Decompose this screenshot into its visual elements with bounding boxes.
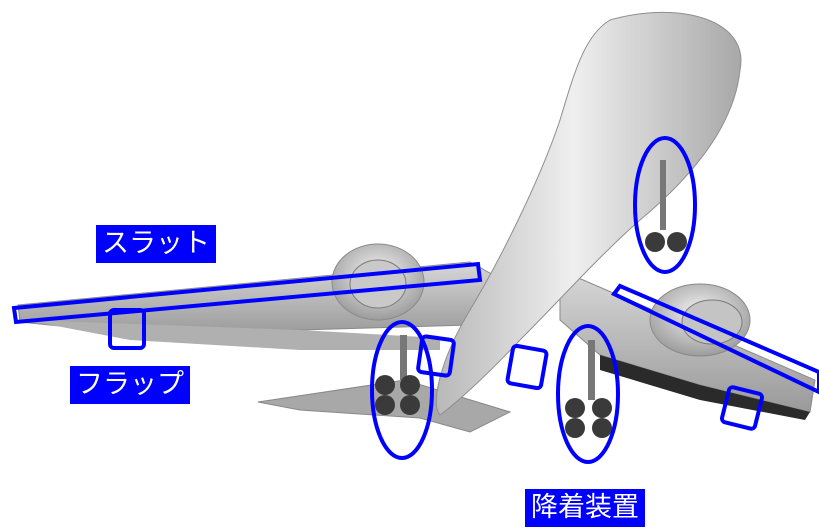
flap-label: フラップ <box>70 366 190 404</box>
right-gear-highlight <box>556 324 620 464</box>
left-gear-highlight <box>370 320 434 460</box>
slat-highlight-right <box>610 283 819 395</box>
left-engine-inlet <box>349 259 407 309</box>
flap-highlight-inboard <box>416 334 456 378</box>
nose-gear-highlight <box>633 136 697 274</box>
flap-highlight-left <box>108 308 146 350</box>
fuselage <box>435 11 742 416</box>
left-wing-trailing-edge <box>25 320 440 350</box>
flap-highlight-center <box>505 343 549 391</box>
flap-highlight-right <box>719 385 765 431</box>
right-main-gear <box>565 340 612 438</box>
right-wing-shadow <box>600 355 810 420</box>
left-main-gear <box>375 335 420 415</box>
right-engine-inlet <box>681 299 743 345</box>
landing-gear-label: 降着装置 <box>525 489 645 527</box>
nose-gear <box>645 160 687 252</box>
slat-label: スラット <box>96 225 216 263</box>
slat-highlight-left <box>11 261 483 325</box>
